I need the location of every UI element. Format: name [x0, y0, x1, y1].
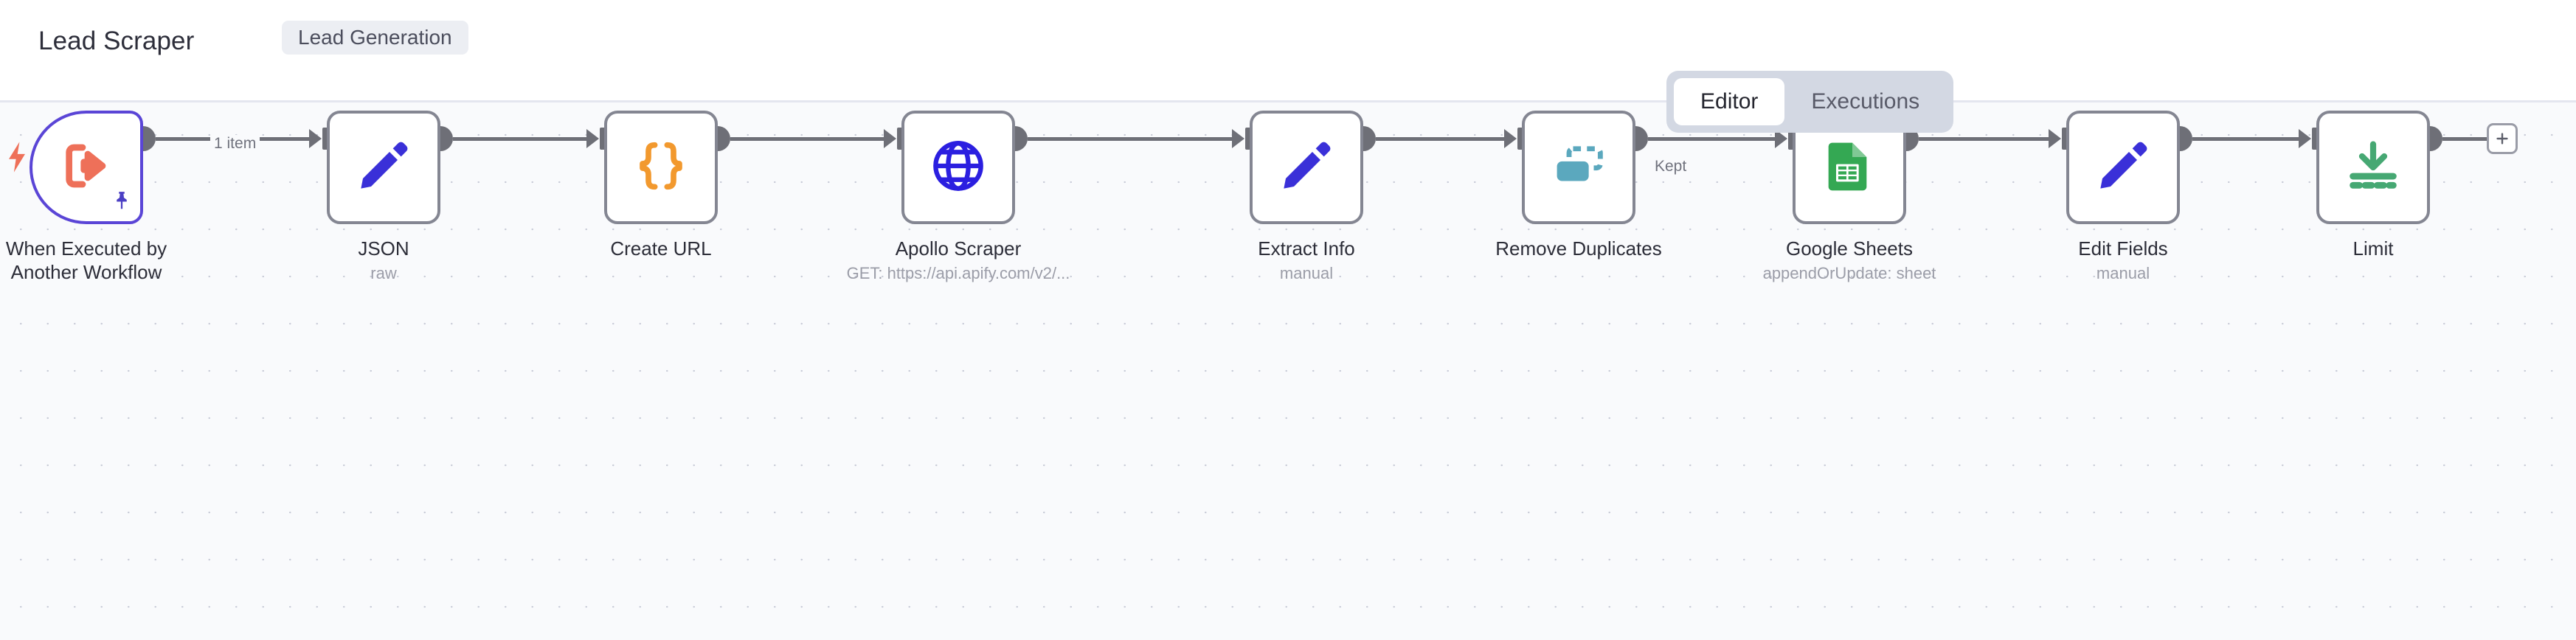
node-limit[interactable]: [2316, 111, 2430, 224]
limit-arrow-icon: [2343, 136, 2403, 200]
connection-stub-limit: [2442, 137, 2487, 141]
connection-label-remove-duplicates: Kept: [1651, 158, 1691, 175]
connection-arrow-icon: [2049, 129, 2061, 148]
node-extract-info[interactable]: [1250, 111, 1363, 224]
connection-arrow-icon: [1504, 129, 1517, 148]
tab-executions[interactable]: Executions: [1811, 89, 1920, 114]
add-node-button[interactable]: [2487, 123, 2518, 154]
pin-icon[interactable]: [111, 189, 133, 215]
workflow-header: Lead Scraper Lead Generation: [0, 0, 2576, 102]
connection-arrow-icon: [2299, 129, 2311, 148]
connection-google-sheets-to-edit-fields[interactable]: [1919, 137, 2049, 141]
duplicate-rectangles-icon: [1548, 136, 1609, 200]
connection-arrow-icon: [1775, 129, 1787, 148]
connection-arrow-icon: [309, 129, 322, 148]
connection-edit-fields-to-limit[interactable]: [2192, 137, 2299, 141]
curly-braces-icon: [631, 136, 690, 199]
workflow-tag-lead-generation[interactable]: Lead Generation: [282, 21, 468, 55]
connection-arrow-icon: [586, 129, 599, 148]
connection-label-when-executed-by-another-workflow: 1 item: [210, 135, 260, 153]
tab-editor[interactable]: Editor: [1674, 78, 1785, 125]
connection-arrow-icon: [1232, 129, 1244, 148]
connection-create-url-to-apollo-scraper[interactable]: [730, 137, 884, 141]
connection-apollo-scraper-to-extract-info[interactable]: [1028, 137, 1232, 141]
connection-extract-info-to-remove-duplicates[interactable]: [1376, 137, 1504, 141]
node-remove-duplicates[interactable]: [1522, 111, 1635, 224]
pencil-icon: [1277, 136, 1336, 199]
node-edit-fields[interactable]: [2066, 111, 2180, 224]
editor-executions-tabs: Editor Executions: [1666, 71, 1954, 133]
connection-remove-duplicates-to-google-sheets[interactable]: [1648, 137, 1775, 141]
execute-workflow-trigger-icon: [57, 136, 116, 199]
pencil-icon: [2094, 136, 2153, 199]
workflow-title[interactable]: Lead Scraper: [38, 27, 195, 55]
globe-icon: [929, 136, 988, 199]
google-sheets-icon: [1820, 136, 1879, 199]
lightning-bolt-icon: [4, 141, 30, 173]
node-json[interactable]: [327, 111, 440, 224]
connection-arrow-icon: [884, 129, 896, 148]
pencil-icon: [354, 136, 413, 199]
node-apollo-scraper[interactable]: [901, 111, 1015, 224]
connection-json-to-create-url[interactable]: [453, 137, 586, 141]
node-when-executed-by-another-workflow[interactable]: [30, 111, 143, 224]
node-create-url[interactable]: [604, 111, 718, 224]
